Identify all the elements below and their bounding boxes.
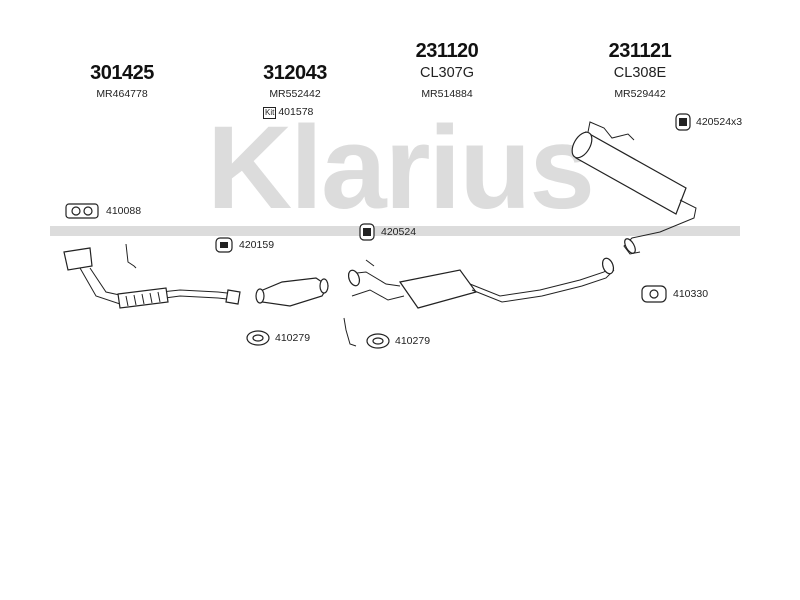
oem-code-mr529442: MR529442 <box>614 88 666 100</box>
oem-code-mr464778: MR464778 <box>96 88 148 100</box>
catalyst-drawing <box>255 277 329 307</box>
fitting-label-420524: 420524 <box>381 226 417 238</box>
oem-code-mr552442: MR552442 <box>269 88 321 100</box>
fitting-label-420159: 420159 <box>239 239 275 251</box>
centre-silencer-drawing <box>347 257 615 309</box>
watermark-text: Klarius <box>207 102 593 234</box>
gasket-icon-410330 <box>641 285 667 303</box>
gasket-icon-410279-left <box>246 330 270 346</box>
rear-silencer-drawing <box>571 121 697 255</box>
rubber-mount-icon-420159 <box>215 237 233 253</box>
fitting-label-410279-left: 410279 <box>275 332 311 344</box>
part-number-231120: 231120 <box>415 40 479 62</box>
oem-code-mr514884: MR514884 <box>421 88 473 100</box>
model-cl307g: CL307G <box>419 65 474 81</box>
part-number-231121: 231121 <box>608 40 672 62</box>
rubber-mount-icon-420524 <box>359 223 375 241</box>
fitting-label-410330: 410330 <box>673 288 709 300</box>
watermark-underline <box>50 226 740 236</box>
gasket-icon-410088 <box>65 203 99 219</box>
fitting-label-420524x3: 420524x3 <box>696 116 743 128</box>
kit-code: 401578 <box>278 106 314 118</box>
part-number-312043: 312043 <box>263 62 327 84</box>
front-pipe-drawing <box>63 243 241 309</box>
part-number-301425: 301425 <box>90 62 154 84</box>
kit-icon: Kit <box>263 107 277 119</box>
fitting-label-410279-right: 410279 <box>395 335 431 347</box>
sensor-drawing <box>343 317 357 347</box>
gasket-icon-410279-right <box>366 333 390 349</box>
rubber-mount-icon-420524x3 <box>675 113 691 131</box>
fitting-label-410088: 410088 <box>106 205 142 217</box>
model-cl308e: CL308E <box>613 65 667 81</box>
